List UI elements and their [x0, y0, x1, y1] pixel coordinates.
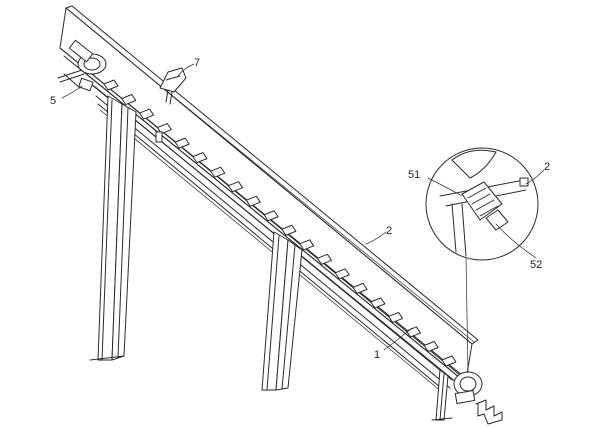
mid-bracket — [155, 131, 163, 143]
cleat — [352, 282, 368, 294]
cleat — [103, 79, 119, 91]
label-5: 5 — [50, 95, 56, 107]
cleat — [334, 268, 350, 280]
cleat — [228, 181, 244, 193]
cleat — [121, 94, 137, 106]
label-52: 52 — [530, 259, 542, 271]
head-pulley — [68, 39, 107, 75]
cleat — [370, 297, 386, 309]
label-2-main: 2 — [386, 225, 392, 237]
cleat — [405, 326, 421, 338]
cleat — [281, 224, 297, 236]
cleat — [423, 340, 439, 352]
support-leg-middle — [261, 231, 303, 391]
cleat — [316, 253, 332, 265]
label-2-detail: 2 — [544, 161, 550, 173]
leader-lines — [61, 63, 545, 351]
cleat — [299, 239, 315, 251]
label-1: 1 — [374, 349, 380, 361]
support-leg-right — [431, 369, 453, 421]
label-7: 7 — [194, 57, 200, 69]
tail-drive-crank — [475, 399, 503, 425]
cleat — [388, 311, 404, 323]
cleat — [263, 210, 279, 222]
cleat — [245, 195, 261, 207]
cleat — [174, 137, 190, 149]
cleat — [139, 108, 155, 120]
detail-view-circle — [425, 147, 539, 373]
tail-pulley — [453, 371, 483, 404]
cleat — [210, 166, 226, 178]
drive-assembly — [57, 69, 94, 92]
cleat — [192, 152, 208, 164]
cleat — [441, 355, 457, 367]
conveyor-cleats — [103, 79, 457, 367]
label-51: 51 — [408, 169, 420, 181]
support-leg-left — [89, 95, 137, 361]
